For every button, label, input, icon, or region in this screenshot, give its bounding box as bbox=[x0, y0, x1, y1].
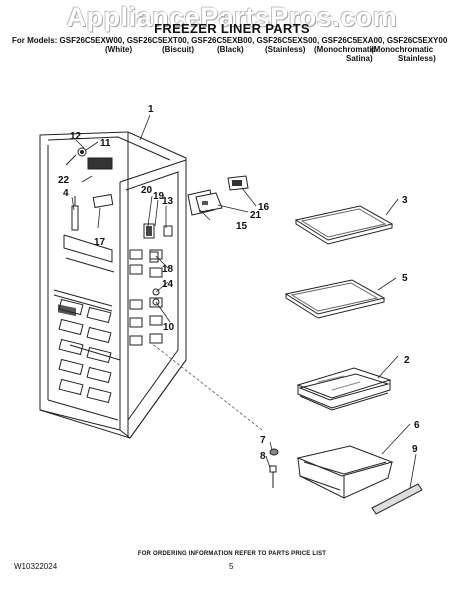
callout-15: 15 bbox=[236, 221, 248, 232]
freezer-liner-drawing bbox=[39, 131, 187, 439]
callout-3: 3 bbox=[402, 195, 408, 206]
callout-2: 2 bbox=[404, 355, 410, 366]
callout-22: 22 bbox=[58, 175, 70, 186]
callout-8: 8 bbox=[260, 451, 266, 462]
ordering-note: FOR ORDERING INFORMATION REFER TO PARTS … bbox=[137, 551, 327, 557]
callout-10: 10 bbox=[163, 322, 175, 333]
callout-18: 18 bbox=[162, 264, 174, 275]
control-housing-drawing bbox=[187, 175, 249, 216]
callout-12: 12 bbox=[70, 131, 82, 142]
light-socket-drawing bbox=[65, 147, 114, 231]
drawer-6-drawing bbox=[296, 445, 394, 499]
color-mono-satina: (Monochromatic bbox=[314, 45, 377, 54]
fasteners-drawing bbox=[269, 448, 279, 488]
callout-21: 21 bbox=[250, 210, 262, 221]
shelf-3-drawing bbox=[294, 205, 394, 245]
color-black: (Black) bbox=[217, 45, 244, 54]
callout-13: 13 bbox=[162, 196, 174, 207]
document-id: W10322024 bbox=[14, 562, 58, 571]
watermark: AppliancePartsPros.com bbox=[66, 2, 398, 32]
callout-7: 7 bbox=[260, 435, 266, 446]
callout-1: 1 bbox=[148, 104, 154, 115]
trim-9-drawing bbox=[371, 483, 423, 515]
color-white: (White) bbox=[105, 45, 133, 54]
callout-17: 17 bbox=[94, 237, 106, 248]
callout-11: 11 bbox=[100, 138, 111, 149]
color-stainless: (Stainless) bbox=[265, 45, 306, 54]
shelf-5-drawing bbox=[284, 279, 386, 319]
page-number: 5 bbox=[229, 562, 234, 571]
color-mono-satina-2: Satina) bbox=[346, 54, 373, 63]
callout-19: 19 bbox=[153, 191, 165, 202]
color-mono-stainless: (Monochromatic bbox=[371, 45, 434, 54]
hinge-parts-drawing bbox=[143, 223, 173, 306]
models-line: For Models: GSF26C5EXW00, GSF26C5EXT00, … bbox=[12, 36, 448, 45]
callout-16: 16 bbox=[258, 202, 270, 213]
callout-9: 9 bbox=[412, 444, 418, 455]
leader-lines bbox=[71, 114, 417, 489]
shelf-2-drawing bbox=[296, 367, 392, 411]
page-title: FREEZER LINER PARTS bbox=[154, 21, 310, 36]
callout-6: 6 bbox=[414, 420, 420, 431]
callout-5: 5 bbox=[402, 273, 408, 284]
callout-4: 4 bbox=[63, 188, 69, 199]
color-mono-stainless-2: Stainless) bbox=[398, 54, 436, 63]
callout-14: 14 bbox=[162, 279, 174, 290]
callout-20: 20 bbox=[141, 185, 153, 196]
color-biscuit: (Biscuit) bbox=[162, 45, 194, 54]
